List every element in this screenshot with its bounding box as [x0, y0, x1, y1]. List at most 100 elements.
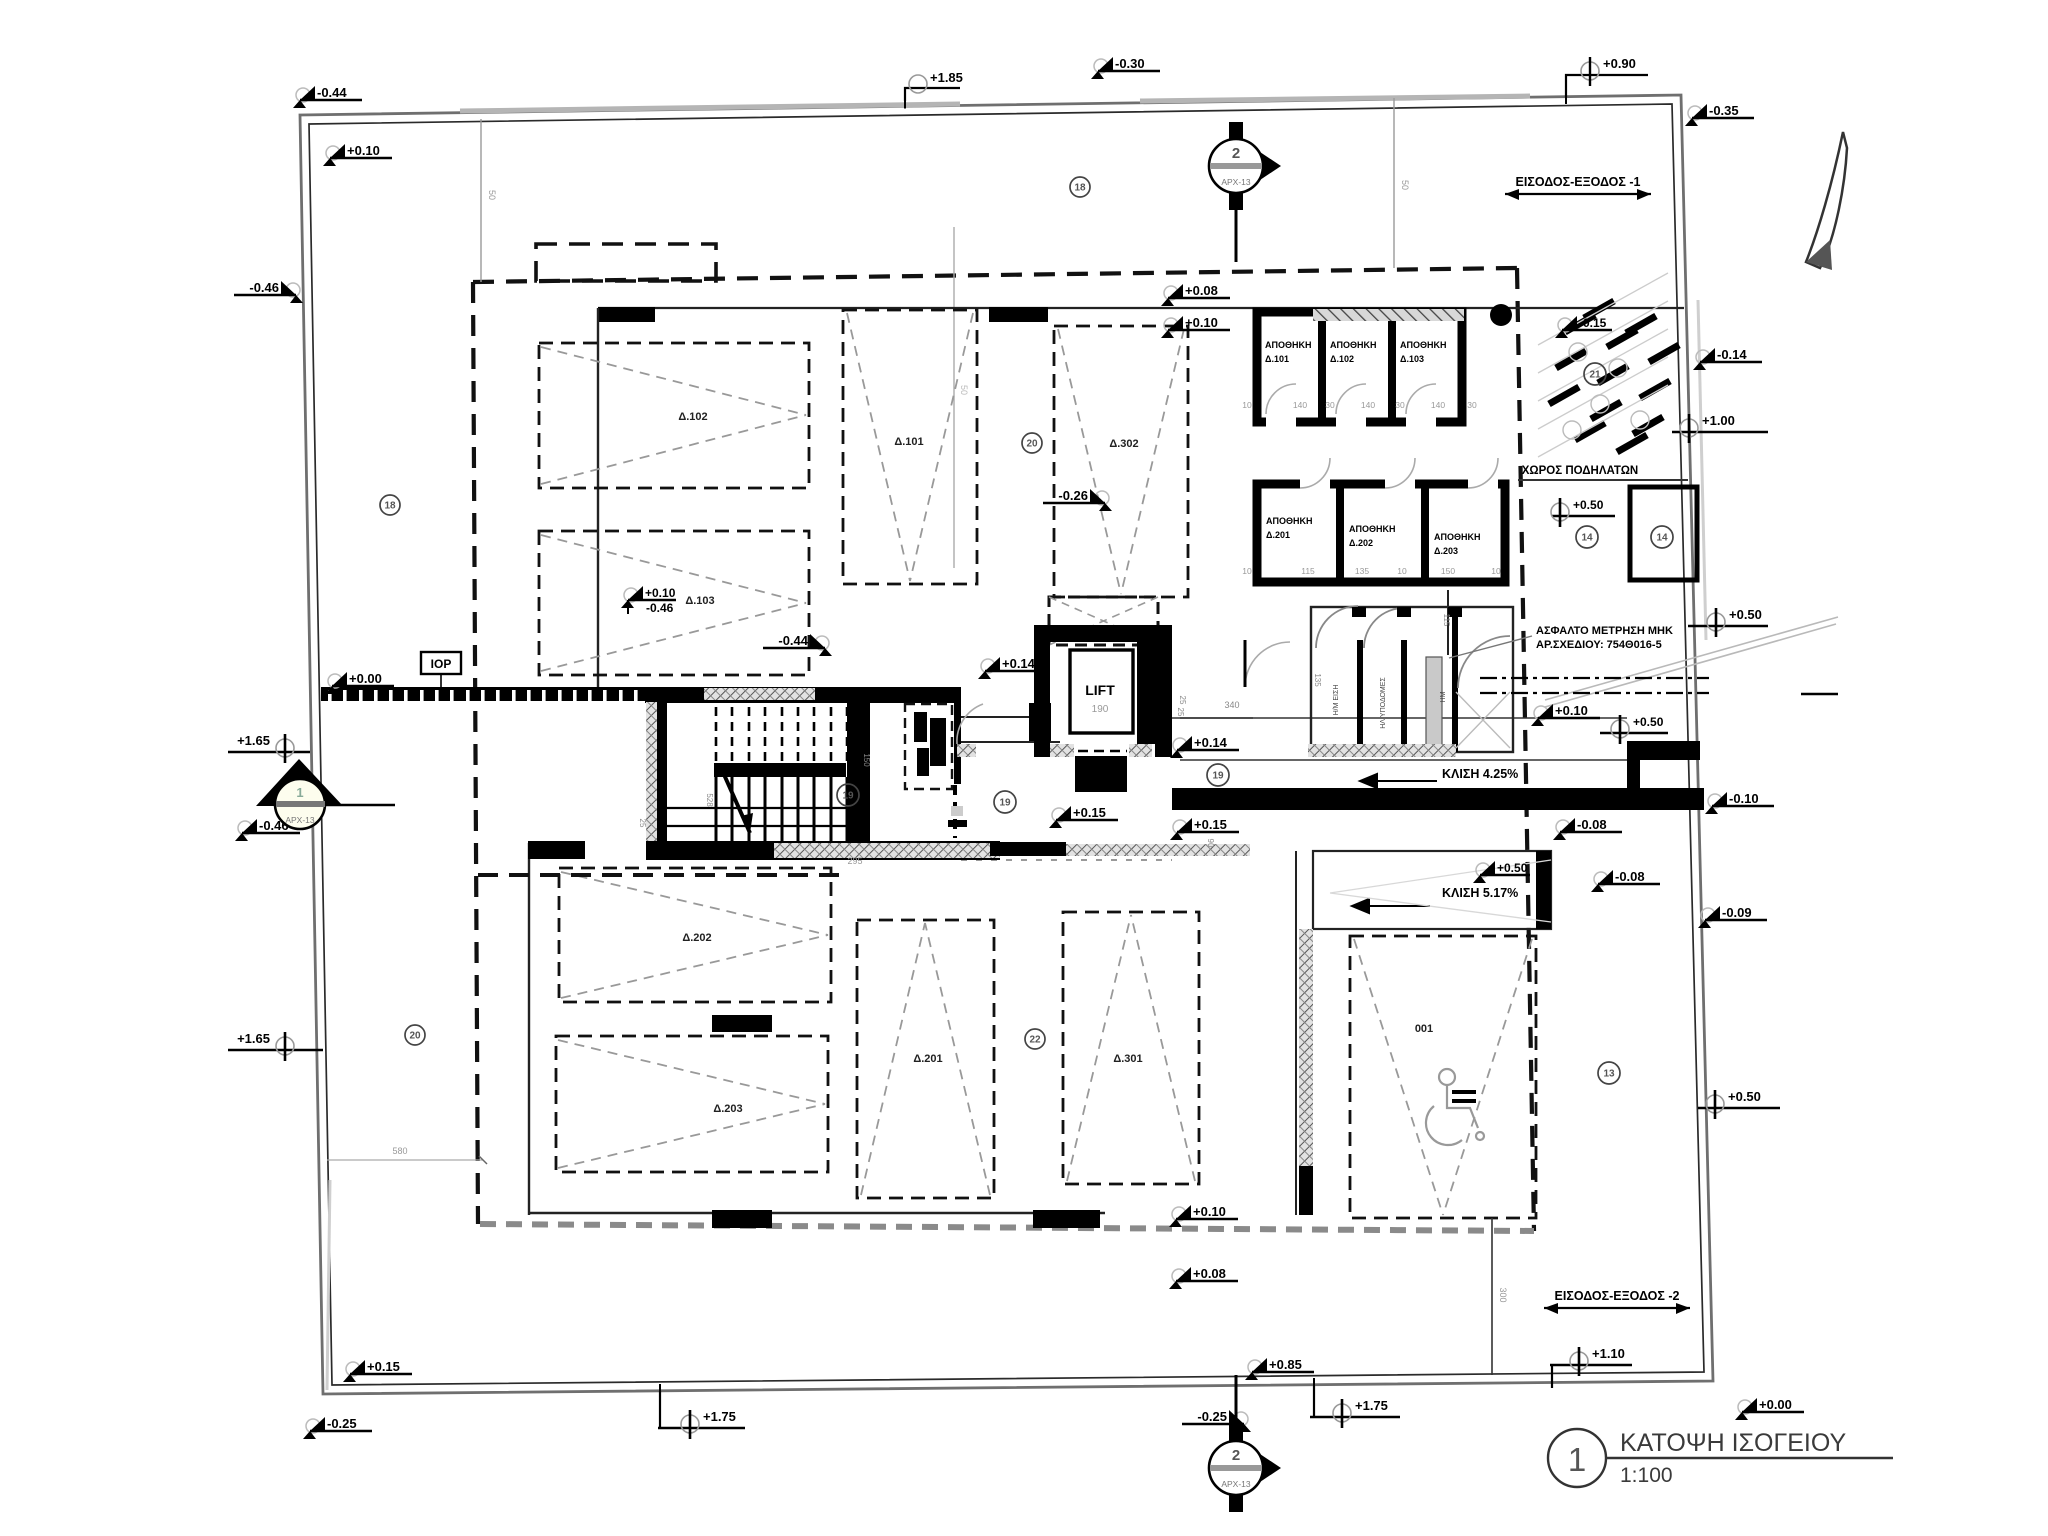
- svg-text:+0.08: +0.08: [1185, 283, 1218, 298]
- svg-text:14: 14: [1581, 533, 1593, 544]
- svg-text:Δ.101: Δ.101: [1265, 354, 1289, 364]
- svg-text:20: 20: [409, 1031, 421, 1042]
- svg-text:LIFT: LIFT: [1085, 682, 1115, 698]
- svg-text:+0.50: +0.50: [1728, 1089, 1761, 1104]
- svg-text:50: 50: [487, 190, 497, 200]
- svg-text:140: 140: [1293, 400, 1307, 410]
- svg-text:-0.25: -0.25: [327, 1416, 357, 1431]
- svg-text:+0.50: +0.50: [1633, 715, 1664, 729]
- svg-text:19: 19: [842, 791, 854, 802]
- svg-text:ΗΜ: ΗΜ: [1440, 691, 1447, 702]
- svg-text:90: 90: [1206, 839, 1215, 848]
- svg-text:-0.09: -0.09: [1722, 905, 1752, 920]
- svg-text:Δ.203: Δ.203: [1434, 546, 1458, 556]
- svg-text:+0.00: +0.00: [1759, 1397, 1792, 1412]
- svg-text:+0.15: +0.15: [1073, 805, 1106, 820]
- svg-text:ΗΛ.ΥΠΟΔΟΜΕΣ: ΗΛ.ΥΠΟΔΟΜΕΣ: [1380, 677, 1387, 729]
- svg-text:+0.10: +0.10: [1185, 315, 1218, 330]
- svg-text:ΑΡΧ-13: ΑΡΧ-13: [1221, 1479, 1251, 1489]
- svg-text:115: 115: [1301, 566, 1315, 576]
- svg-text:001: 001: [1415, 1023, 1433, 1035]
- svg-text:+0.15: +0.15: [367, 1359, 400, 1374]
- svg-text:ΑΠΟΘΗΚΗ: ΑΠΟΘΗΚΗ: [1349, 524, 1396, 534]
- svg-text:580: 580: [392, 1146, 407, 1156]
- svg-text:+1.75: +1.75: [1355, 1398, 1388, 1413]
- svg-text:Η/Μ ΕΙΣΗ: Η/Μ ΕΙΣΗ: [1333, 685, 1340, 716]
- svg-text:+0.14: +0.14: [1002, 656, 1036, 671]
- svg-text:ΚΛΙΣΗ 4.25%: ΚΛΙΣΗ 4.25%: [1442, 767, 1518, 781]
- svg-text:-0.25: -0.25: [1197, 1409, 1227, 1424]
- svg-text:528: 528: [705, 793, 714, 807]
- svg-text:+0.90: +0.90: [1603, 56, 1636, 71]
- svg-text:300: 300: [1498, 1287, 1508, 1302]
- svg-text:190: 190: [1092, 704, 1109, 715]
- svg-text:-0.46: -0.46: [646, 601, 674, 615]
- svg-text:18: 18: [384, 501, 396, 512]
- svg-text:ΚΛΙΣΗ 5.17%: ΚΛΙΣΗ 5.17%: [1442, 886, 1518, 900]
- svg-text:-0.44: -0.44: [317, 85, 347, 100]
- svg-text:ΕΙΣΟΔΟΣ-ΕΞΟΔΟΣ -1: ΕΙΣΟΔΟΣ-ΕΞΟΔΟΣ -1: [1516, 175, 1641, 189]
- svg-text:50: 50: [1400, 180, 1410, 190]
- svg-text:1:100: 1:100: [1620, 1464, 1673, 1487]
- svg-text:ΑΠΟΘΗΚΗ: ΑΠΟΘΗΚΗ: [1434, 532, 1481, 542]
- svg-text:150: 150: [1441, 566, 1455, 576]
- svg-text:ΑΡΧ-13: ΑΡΧ-13: [1221, 177, 1251, 187]
- svg-text:2: 2: [1232, 1447, 1240, 1464]
- svg-text:+0.10: +0.10: [1555, 703, 1588, 718]
- svg-text:19: 19: [1212, 771, 1224, 782]
- svg-text:14: 14: [1656, 533, 1668, 544]
- svg-text:1: 1: [296, 785, 303, 800]
- svg-text:Δ.103: Δ.103: [1400, 354, 1424, 364]
- svg-text:-0.10: -0.10: [1729, 791, 1759, 806]
- svg-text:140: 140: [1361, 400, 1375, 410]
- svg-text:21: 21: [1589, 370, 1601, 381]
- svg-text:13: 13: [1603, 1069, 1615, 1080]
- svg-text:+0.15: +0.15: [1194, 817, 1227, 832]
- svg-text:Δ.102: Δ.102: [678, 411, 707, 423]
- svg-text:-0.08: -0.08: [1615, 869, 1645, 884]
- svg-text:ΚΑΤΟΨΗ ΙΣΟΓΕΙΟΥ: ΚΑΤΟΨΗ ΙΣΟΓΕΙΟΥ: [1620, 1429, 1847, 1457]
- svg-text:Δ.301: Δ.301: [1113, 1053, 1142, 1065]
- svg-text:ΑΣΦΑΛΤΟ ΜΕΤΡΗΣΗ ΜΗΚ: ΑΣΦΑΛΤΟ ΜΕΤΡΗΣΗ ΜΗΚ: [1536, 625, 1673, 637]
- svg-text:Δ.201: Δ.201: [913, 1053, 942, 1065]
- svg-text:50: 50: [959, 385, 969, 395]
- svg-text:-0.35: -0.35: [1709, 103, 1739, 118]
- svg-text:30: 30: [1467, 400, 1477, 410]
- svg-text:+0.50: +0.50: [1573, 498, 1604, 512]
- svg-text:Δ.202: Δ.202: [1349, 538, 1373, 548]
- svg-text:ΙΟΡ: ΙΟΡ: [431, 657, 452, 671]
- svg-text:135: 135: [1313, 673, 1322, 687]
- svg-text:25: 25: [1178, 696, 1187, 705]
- svg-text:20: 20: [1026, 439, 1038, 450]
- svg-text:2: 2: [1232, 145, 1240, 162]
- svg-text:115: 115: [1442, 614, 1451, 627]
- svg-text:Δ.101: Δ.101: [894, 436, 923, 448]
- svg-text:+1.00: +1.00: [1702, 413, 1735, 428]
- svg-text:-0.46: -0.46: [249, 280, 279, 295]
- svg-text:-0.30: -0.30: [1115, 56, 1145, 71]
- svg-text:+0.14: +0.14: [1194, 735, 1228, 750]
- svg-text:Δ.302: Δ.302: [1109, 438, 1138, 450]
- svg-text:340: 340: [1224, 700, 1239, 710]
- svg-text:+0.10: +0.10: [347, 143, 380, 158]
- svg-text:150: 150: [862, 753, 871, 767]
- svg-text:+1.85: +1.85: [930, 70, 963, 85]
- svg-text:+1.65: +1.65: [237, 733, 270, 748]
- svg-text:10: 10: [1491, 566, 1501, 576]
- svg-text:10: 10: [1397, 566, 1407, 576]
- svg-text:+0.00: +0.00: [349, 671, 382, 686]
- svg-text:+0.08: +0.08: [1193, 1266, 1226, 1281]
- svg-text:18: 18: [1074, 183, 1086, 194]
- svg-text:+0.50: +0.50: [1729, 607, 1762, 622]
- svg-text:25: 25: [638, 819, 647, 828]
- svg-text:1: 1: [1568, 1441, 1586, 1478]
- svg-text:ΑΠΟΘΗΚΗ: ΑΠΟΘΗΚΗ: [1400, 340, 1447, 350]
- svg-text:-0.14: -0.14: [1717, 347, 1747, 362]
- svg-text:295: 295: [847, 856, 862, 866]
- svg-text:+1.65: +1.65: [237, 1031, 270, 1046]
- svg-text:22: 22: [1029, 1035, 1041, 1046]
- svg-text:Δ.201: Δ.201: [1266, 530, 1290, 540]
- svg-text:+1.10: +1.10: [1592, 1346, 1625, 1361]
- svg-text:30: 30: [1395, 400, 1405, 410]
- svg-text:10: 10: [1242, 400, 1252, 410]
